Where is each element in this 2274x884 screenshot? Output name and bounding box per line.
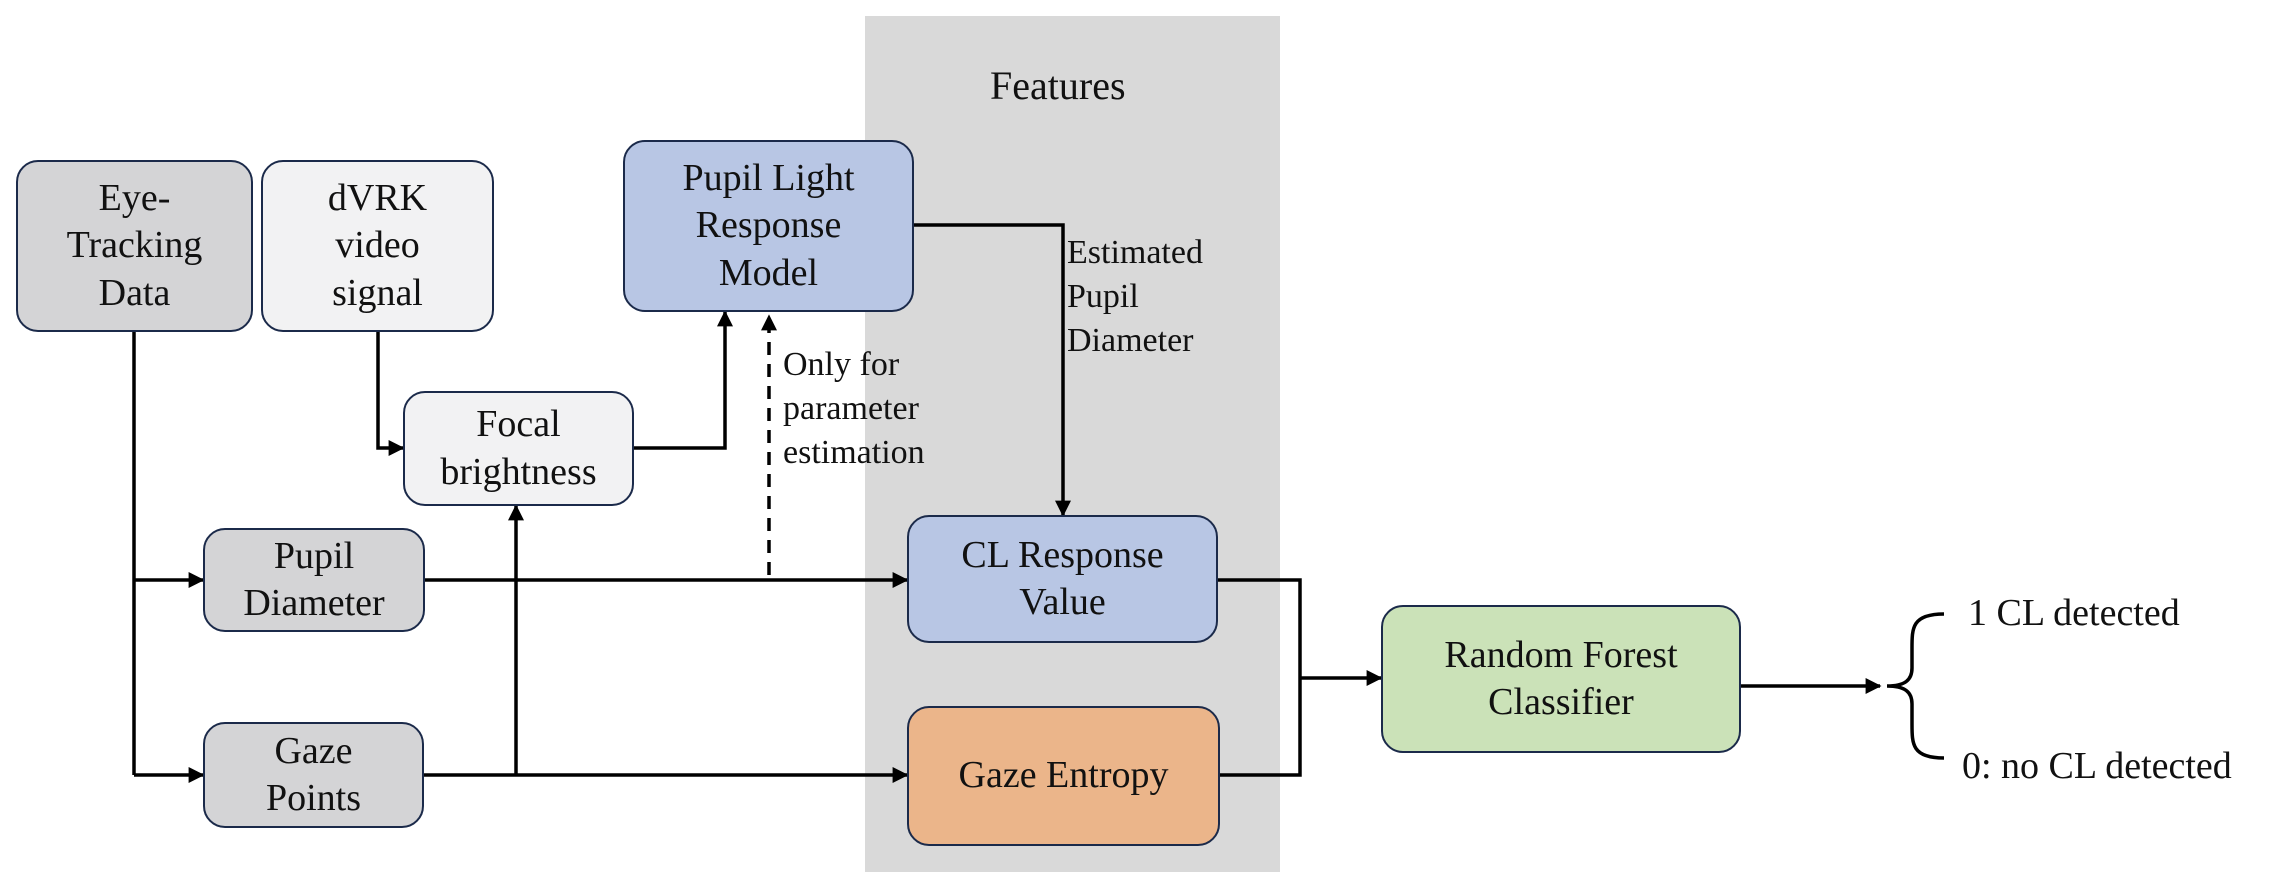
gaze-points-label: Gaze Points [265, 729, 362, 819]
edge-plr-to-cl [914, 223, 1071, 517]
dvrk-video-signal-label: dVRK video signal [327, 177, 428, 314]
gaze-entropy-box: Gaze Entropy [907, 706, 1220, 846]
cl-response-value-box: CL Response Value [907, 515, 1218, 643]
random-forest-classifier-label: Random Forest Classifier [1444, 633, 1678, 723]
features-title: Features [990, 63, 1126, 108]
random-forest-classifier-box: Random Forest Classifier [1381, 605, 1741, 753]
pupil-diameter-box: Pupil Diameter [203, 528, 425, 632]
gaze-points-box: Gaze Points [203, 722, 424, 828]
edge-focal-to-plr [634, 310, 733, 450]
eye-tracking-data-box: Eye- Tracking Data [16, 160, 253, 332]
output-no-cl-detected: 0: no CL detected [1962, 745, 2232, 787]
parameter-estimation-label: Only for parameter estimation [783, 346, 925, 472]
edge-dvrk-to-focal [376, 330, 405, 456]
eye-tracking-data-label: Eye- Tracking Data [66, 177, 203, 314]
pupil-light-response-model-box: Pupil Light Response Model [623, 140, 914, 312]
edge-cl-to-rf [1218, 578, 1302, 777]
output-brace [1886, 612, 1945, 760]
focal-brightness-label: Focal brightness [440, 403, 597, 493]
estimated-pupil-diameter-label: Estimated Pupil Diameter [1067, 234, 1203, 360]
dvrk-video-signal-box: dVRK video signal [261, 160, 494, 332]
focal-brightness-box: Focal brightness [403, 391, 634, 506]
gaze-entropy-label: Gaze Entropy [958, 754, 1169, 797]
cl-response-value-label: CL Response Value [961, 533, 1164, 623]
pupil-light-response-model-label: Pupil Light Response Model [682, 157, 855, 294]
pupil-diameter-label: Pupil Diameter [243, 534, 385, 624]
output-cl-detected: 1 CL detected [1968, 592, 2180, 634]
